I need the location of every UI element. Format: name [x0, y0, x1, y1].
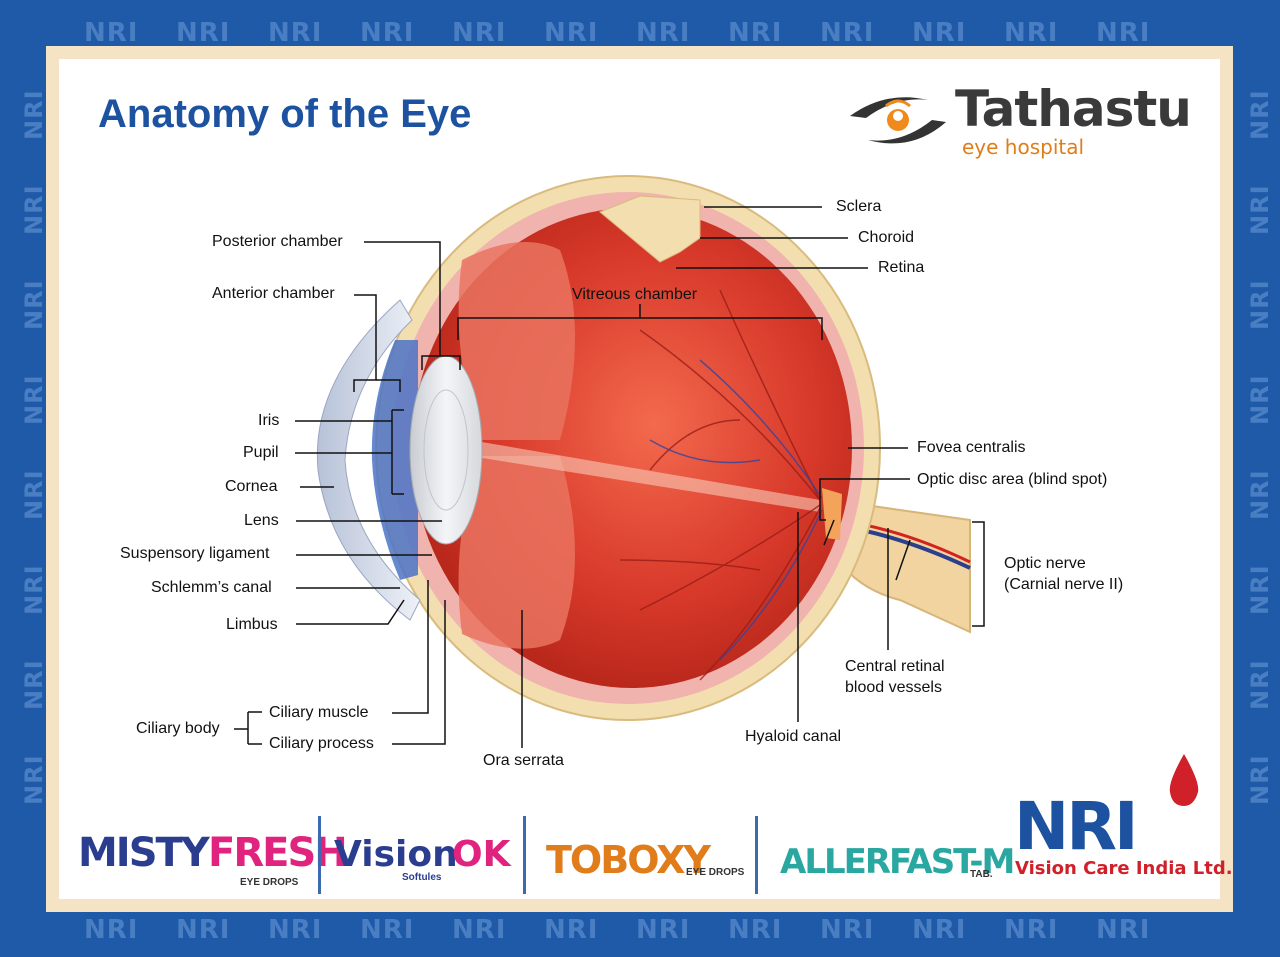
drop-icon	[1169, 754, 1199, 806]
brand-misty: MISTY	[78, 830, 210, 876]
brand-vision: Vision	[334, 834, 458, 875]
page-title: Anatomy of the Eye	[98, 92, 472, 136]
brand-fresh: FRESH	[208, 830, 348, 876]
watermark-text: NRI	[268, 915, 323, 945]
brand-allerfast-sub: TAB.	[970, 869, 993, 880]
separator	[523, 816, 526, 894]
watermark-top: NRI NRI NRI NRI NRI NRI NRI NRI NRI NRI …	[0, 10, 1280, 54]
watermark-text: NRI	[84, 18, 139, 48]
watermark-text: NRI	[176, 915, 231, 945]
label-sclera: Sclera	[836, 198, 882, 215]
brand-nri-sub: Vision Care India Ltd.	[1015, 858, 1233, 879]
label-ciliary-process: Ciliary process	[269, 735, 374, 752]
label-optic-nerve-2: (Carnial nerve II)	[1004, 576, 1124, 593]
optic-disc-shape	[822, 488, 842, 540]
label-ciliary-muscle: Ciliary muscle	[269, 704, 369, 721]
cornea-shape	[316, 299, 421, 621]
label-vitreous-chamber: Vitreous chamber	[572, 286, 698, 303]
watermark-bottom: NRI NRI NRI NRI NRI NRI NRI NRI NRI NRI …	[0, 907, 1280, 951]
label-ora-serrata: Ora serrata	[483, 752, 564, 769]
brand-misty-sub: EYE DROPS	[240, 877, 299, 888]
separator	[755, 816, 758, 894]
label-optic-disc: Optic disc area (blind spot)	[917, 471, 1108, 488]
watermark-text: NRI	[360, 915, 415, 945]
label-suspensory-ligament: Suspensory ligament	[120, 545, 270, 562]
label-anterior-chamber: Anterior chamber	[212, 285, 335, 302]
watermark-text: NRI	[728, 915, 783, 945]
label-ciliary-body: Ciliary body	[136, 720, 220, 737]
watermark-text: NRI	[452, 18, 507, 48]
watermark-text: NRI	[1096, 915, 1151, 945]
watermark-text: NRI	[912, 915, 967, 945]
brand-ok: OK	[452, 834, 511, 875]
watermark-text: NRI	[1004, 18, 1059, 48]
leader-lines	[234, 206, 985, 748]
brand-nri: NRI	[1014, 788, 1139, 865]
logo-subtitle: eye hospital	[962, 135, 1085, 159]
watermark-text: NRI	[176, 18, 231, 48]
brand-toboxy: TOBOXY	[546, 838, 711, 882]
watermark-text: NRI	[84, 915, 139, 945]
watermark-text: NRI	[452, 915, 507, 945]
label-hyaloid-canal: Hyaloid canal	[745, 728, 842, 745]
retinal-vessels	[619, 289, 821, 681]
watermark-text: NRI	[728, 18, 783, 48]
watermark-text: NRI	[268, 18, 323, 48]
label-optic-nerve-1: Optic nerve	[1004, 555, 1086, 572]
label-posterior-chamber: Posterior chamber	[212, 233, 343, 250]
watermark-text: NRI	[820, 915, 875, 945]
hyaloid-canal-band	[470, 440, 820, 512]
retinal-veins	[649, 359, 823, 661]
label-limbus: Limbus	[226, 616, 278, 633]
watermark-text: NRI	[544, 915, 599, 945]
ciliary-fan-lower	[458, 456, 575, 649]
label-cornea: Cornea	[225, 478, 278, 495]
lens-shape	[409, 355, 483, 545]
watermark-text: NRI	[636, 915, 691, 945]
watermark-text: NRI	[912, 18, 967, 48]
watermark-text: NRI	[544, 18, 599, 48]
watermark-text: NRI	[636, 18, 691, 48]
brand-vision-sub: Softules	[402, 872, 442, 883]
separator	[318, 816, 321, 894]
watermark-text: NRI	[1096, 18, 1151, 48]
label-schlemms-canal: Schlemm’s canal	[151, 579, 272, 596]
label-central-retinal-2: blood vessels	[845, 679, 942, 696]
label-fovea-centralis: Fovea centralis	[917, 439, 1026, 456]
label-iris: Iris	[258, 412, 280, 429]
lens-ring	[423, 389, 469, 511]
brand-toboxy-sub: EYE DROPS	[686, 867, 745, 878]
label-retina: Retina	[878, 259, 925, 276]
logo-name: Tathastu	[955, 80, 1192, 138]
brand-allerfast: ALLERFAST-M	[780, 842, 1015, 882]
label-choroid: Choroid	[858, 229, 915, 246]
label-pupil: Pupil	[243, 444, 279, 461]
ciliary-fan-upper	[458, 242, 575, 440]
watermark-text: NRI	[1004, 915, 1059, 945]
tathastu-eye-logo-icon	[850, 97, 946, 144]
label-central-retinal-1: Central retinal	[845, 658, 945, 675]
iris-shape	[371, 340, 418, 580]
watermark-text: NRI	[360, 18, 415, 48]
label-lens: Lens	[244, 512, 279, 529]
watermark-text: NRI	[820, 18, 875, 48]
